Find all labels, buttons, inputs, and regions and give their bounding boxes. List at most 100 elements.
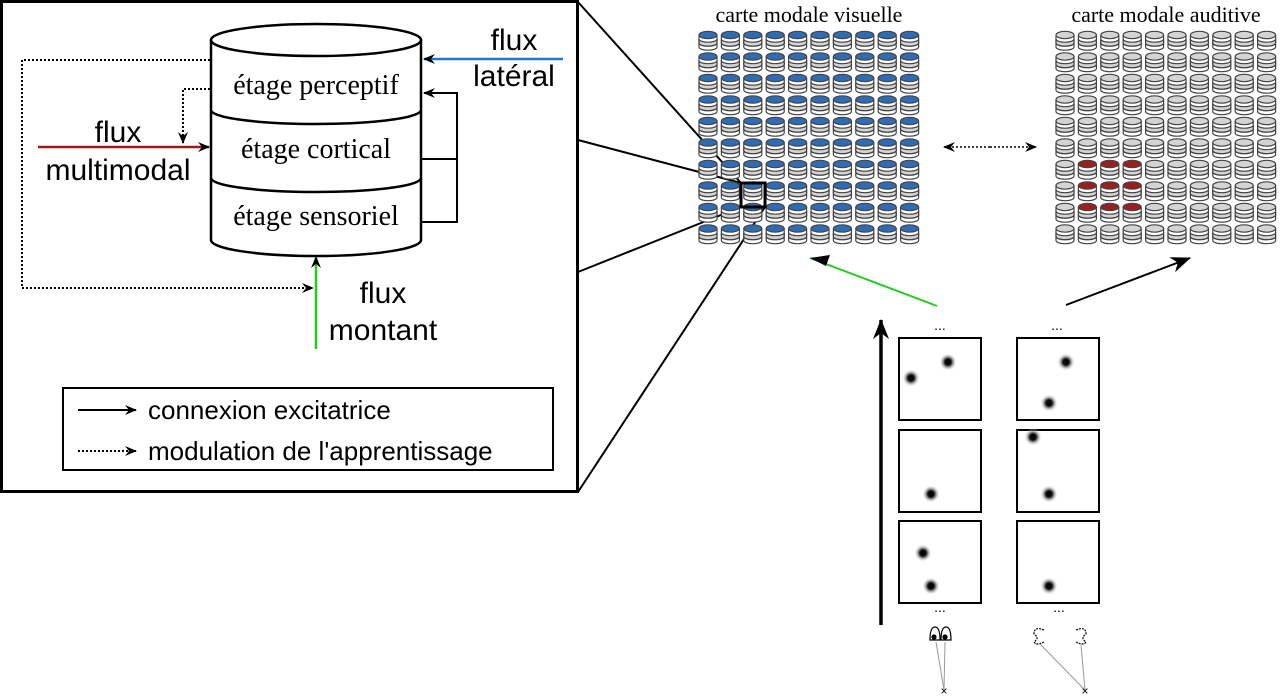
map-unit	[1189, 116, 1210, 137]
multimodal-flow-label-2: multimodal	[45, 154, 190, 187]
map-unit	[1234, 159, 1254, 180]
map-unit	[810, 202, 830, 223]
map-unit	[1256, 73, 1277, 94]
ellipsis-top-visual: ...	[934, 317, 946, 333]
map-unit	[743, 181, 763, 202]
stage-perceptual: étage perceptif	[233, 70, 399, 101]
map-unit	[1167, 116, 1187, 137]
map-unit	[765, 202, 785, 223]
visual-map-grid	[698, 30, 920, 245]
map-unit	[832, 52, 853, 73]
map-unit	[810, 30, 830, 51]
map-unit	[1055, 138, 1075, 159]
column-cylinder	[209, 22, 423, 258]
map-unit	[1055, 52, 1075, 73]
map-unit	[1122, 73, 1142, 94]
ellipsis-bottom-auditory: ...	[1053, 599, 1065, 615]
ascending-flow-label: flux	[360, 277, 407, 310]
map-unit	[855, 138, 875, 159]
map-unit	[1234, 30, 1254, 51]
map-unit	[1055, 181, 1075, 202]
map-unit	[1167, 159, 1187, 180]
map-unit	[1167, 138, 1187, 159]
map-unit	[810, 95, 830, 116]
map-unit	[1144, 52, 1165, 73]
map-unit	[1077, 159, 1098, 180]
input-frame	[1016, 337, 1100, 421]
map-unit	[1234, 181, 1254, 202]
input-frame	[898, 520, 982, 604]
map-unit	[1189, 73, 1210, 94]
map-unit	[810, 159, 830, 180]
map-unit	[1055, 159, 1075, 180]
map-unit	[1167, 30, 1187, 51]
map-unit	[1167, 202, 1187, 223]
map-unit	[765, 224, 785, 245]
map-unit	[1144, 181, 1165, 202]
legend-excitatory-label: connexion excitatrice	[148, 395, 391, 425]
map-unit	[1167, 73, 1187, 94]
legend-modulation-label: modulation de l'apprentissage	[148, 436, 493, 466]
map-unit	[1256, 224, 1277, 245]
map-unit	[1256, 116, 1277, 137]
map-unit	[810, 52, 830, 73]
input-frame	[898, 337, 982, 421]
map-unit	[1212, 181, 1232, 202]
map-unit	[765, 52, 785, 73]
map-unit	[1234, 138, 1254, 159]
map-unit	[1256, 159, 1277, 180]
map-unit	[1055, 224, 1075, 245]
map-unit	[765, 181, 785, 202]
map-unit	[832, 95, 853, 116]
map-unit	[810, 138, 830, 159]
modulation-arrow-inner	[178, 88, 210, 144]
multimodal-flow-label: flux	[95, 116, 142, 149]
map-unit	[899, 181, 920, 202]
map-unit	[1077, 30, 1098, 51]
map-unit	[1189, 202, 1210, 223]
map-unit	[720, 181, 741, 202]
map-unit	[787, 116, 808, 137]
map-unit	[743, 138, 763, 159]
map-unit	[743, 52, 763, 73]
visual-map-title: carte modale visuelle	[716, 2, 903, 27]
map-unit	[1100, 52, 1120, 73]
map-unit	[1077, 202, 1098, 223]
map-unit	[1144, 224, 1165, 245]
map-unit	[720, 138, 741, 159]
map-unit	[787, 159, 808, 180]
map-unit	[1234, 52, 1254, 73]
map-unit	[787, 202, 808, 223]
map-unit	[1077, 52, 1098, 73]
map-unit	[1100, 202, 1120, 223]
zoomed-column-highlight	[739, 181, 767, 209]
map-unit	[743, 116, 763, 137]
map-unit	[1144, 138, 1165, 159]
map-unit	[1055, 73, 1075, 94]
map-unit	[877, 202, 897, 223]
map-unit	[1212, 30, 1232, 51]
map-unit	[787, 181, 808, 202]
auditory-map-title: carte modale auditive	[1071, 2, 1260, 27]
map-unit	[810, 181, 830, 202]
map-unit	[877, 159, 897, 180]
map-unit	[1189, 95, 1210, 116]
map-unit	[855, 202, 875, 223]
map-unit	[832, 73, 853, 94]
map-unit	[1144, 202, 1165, 223]
legend: connexion excitatrice modulation de l'ap…	[62, 387, 554, 471]
map-unit	[743, 73, 763, 94]
map-unit	[698, 95, 718, 116]
map-unit	[1100, 30, 1120, 51]
excitatory-feedback-arrow	[421, 93, 458, 223]
map-unit	[1234, 116, 1254, 137]
map-unit	[855, 52, 875, 73]
map-unit	[1189, 224, 1210, 245]
map-unit	[1234, 95, 1254, 116]
map-unit	[877, 116, 897, 137]
map-unit	[698, 224, 718, 245]
map-unit	[1122, 52, 1142, 73]
map-unit	[899, 95, 920, 116]
map-unit	[743, 30, 763, 51]
